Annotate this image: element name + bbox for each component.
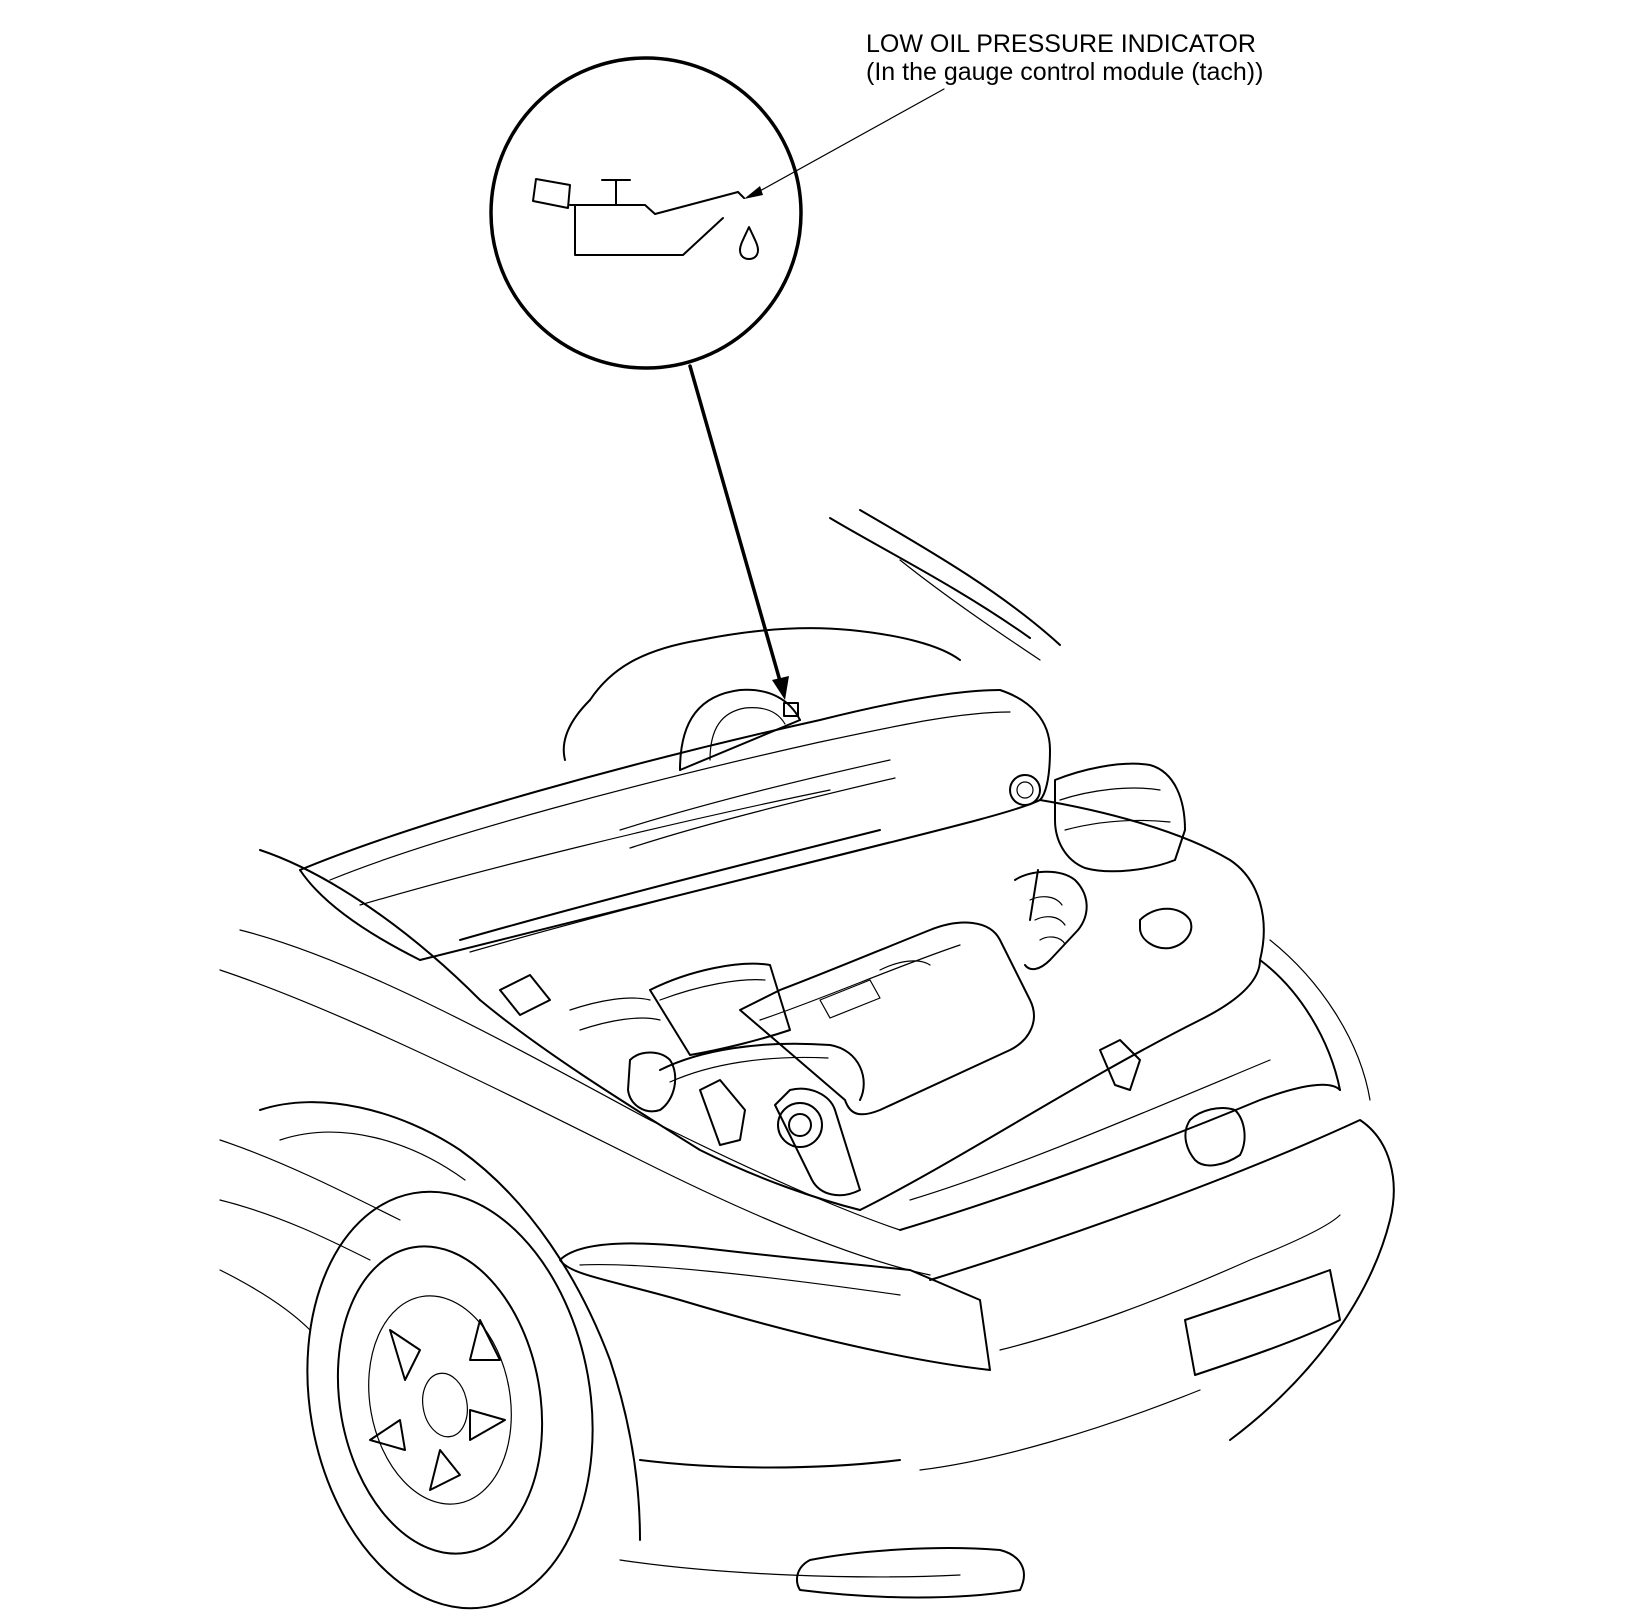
callout-title: LOW OIL PRESSURE INDICATOR [866, 30, 1256, 58]
magnified-detail [489, 56, 945, 370]
intake-tube [1014, 870, 1088, 971]
engine-mount [777, 1102, 823, 1148]
fuse-box [1054, 762, 1186, 873]
indicator-location-marker [783, 702, 799, 717]
engine [499, 762, 1193, 1197]
detail-circle [489, 56, 803, 370]
hood [299, 689, 1051, 961]
wheel-arch [259, 1101, 641, 1541]
engine-bay [479, 799, 1265, 1211]
dashboard [562, 627, 961, 771]
callout-label: LOW OIL PRESSURE INDICATOR (In the gauge… [866, 30, 1263, 86]
location-arrow [688, 364, 799, 717]
leader-arrowhead [744, 186, 763, 199]
front-bumper [929, 1119, 1395, 1441]
oil-can-with-drop-icon [532, 178, 759, 260]
valve-cover [739, 921, 1035, 1116]
headlight [559, 1242, 991, 1371]
emblem [1184, 1107, 1246, 1167]
windshield [829, 509, 1061, 661]
front-wheel [306, 1190, 594, 1610]
callout-leader-line [748, 88, 945, 198]
gauge-hood [679, 688, 801, 771]
wiper-blade [459, 829, 881, 941]
callout-subtitle: (In the gauge control module (tach)) [866, 58, 1264, 86]
car-body [219, 849, 1395, 1599]
